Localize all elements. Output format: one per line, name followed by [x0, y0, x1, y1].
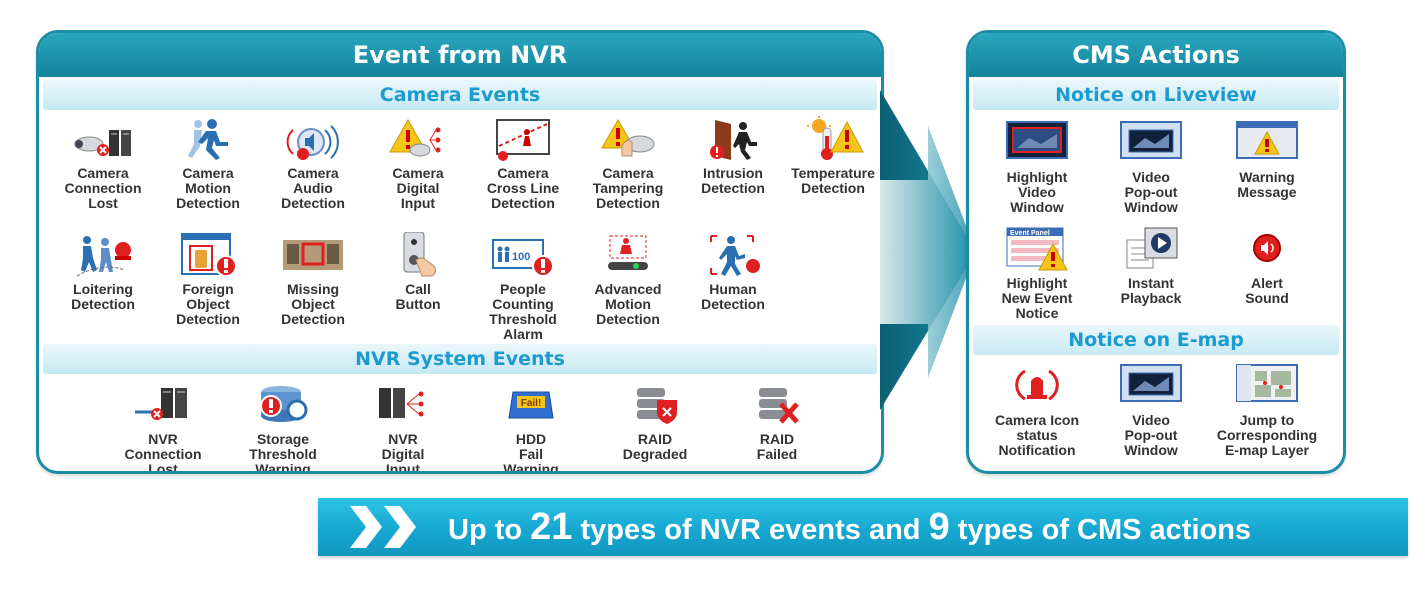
call-button-icon — [403, 232, 437, 277]
camera-events-grid: Camera Connection Lost Camera Motion Det… — [39, 110, 881, 344]
event-raid-degraded: RAID Degraded — [603, 382, 707, 462]
audio-speaker-icon — [286, 125, 339, 160]
event-from-nvr-panel: Event from NVR Camera Events Camera Conn… — [36, 30, 884, 474]
intrusion-door-icon — [710, 120, 757, 160]
people-count-number: 100 — [512, 251, 530, 263]
liveview-actions-grid: Highlight Video Window Video Pop-out Win… — [969, 110, 1343, 325]
event-count: 21 — [530, 506, 573, 548]
event-human-detection: Human Detection — [681, 232, 785, 312]
summary-middle: types of NVR events and — [572, 514, 929, 546]
event-from-nvr-title: Event from NVR — [39, 33, 881, 77]
event-storage-threshold-warning: Storage Threshold Warning — [231, 382, 335, 471]
nvr-system-events-grid: NVR Connection Lost Storage Threshold Wa… — [39, 374, 881, 471]
warning-camera-icon — [389, 118, 441, 157]
action-camera-icon-status-notification: Camera Icon status Notification — [985, 363, 1089, 458]
action-count: 9 — [928, 506, 950, 548]
event-camera-audio-detection: Camera Audio Detection — [261, 116, 365, 211]
action-highlight-new-event-notice: Event Panel Highlight New Event Notice — [985, 226, 1089, 321]
event-call-button: Call Button — [366, 232, 470, 312]
event-advanced-motion-detection: Advanced Motion Detection — [576, 232, 680, 327]
action-video-popout-window: Video Pop-out Window — [1099, 120, 1203, 215]
notice-on-emap-header: Notice on E-map — [973, 325, 1339, 355]
nvr-digital-input-icon — [379, 388, 424, 418]
event-camera-motion-detection: Camera Motion Detection — [156, 116, 260, 211]
camera-connection-lost-icon — [74, 130, 131, 156]
event-camera-connection-lost: Camera Connection Lost — [51, 116, 155, 211]
event-people-counting-alarm: 100 People Counting Threshold Alarm — [471, 232, 575, 342]
video-popout-icon — [1120, 121, 1182, 159]
event-nvr-connection-lost: NVR Connection Lost — [111, 382, 215, 471]
summary-text: Up to 21 types of NVR events and 9 types… — [448, 498, 1251, 556]
people-counting-icon: 100 — [492, 239, 554, 277]
action-jump-to-emap-layer: Jump to Corresponding E-map Layer — [1215, 363, 1319, 458]
event-panel-text: Event Panel — [1010, 230, 1050, 237]
cms-actions-panel: CMS Actions Notice on Liveview Highlight… — [966, 30, 1346, 474]
action-emap-video-popout-window: Video Pop-out Window — [1099, 363, 1203, 458]
nvr-connection-lost-icon — [135, 388, 187, 420]
event-intrusion-detection: Intrusion Detection — [681, 116, 785, 196]
nvr-system-events-header: NVR System Events — [43, 344, 877, 374]
notice-on-liveview-header: Notice on Liveview — [973, 80, 1339, 110]
flow-arrow-icon — [880, 90, 976, 410]
emap-layer-icon — [1236, 364, 1298, 402]
storage-warning-icon — [260, 386, 308, 422]
action-highlight-video-window: Highlight Video Window — [985, 120, 1089, 215]
foreign-object-icon — [181, 233, 237, 277]
summary-prefix: Up to — [448, 514, 531, 546]
hdd-fail-icon: Fail! — [508, 391, 554, 419]
event-loitering-detection: Loitering Detection — [51, 232, 155, 312]
highlight-video-icon — [1006, 121, 1068, 159]
action-warning-message: Warning Message — [1215, 120, 1319, 200]
summary-banner: Up to 21 types of NVR events and 9 types… — [318, 498, 1408, 556]
emap-actions-grid: Camera Icon status Notification Video Po… — [969, 355, 1343, 465]
motion-runner-icon — [188, 119, 228, 160]
event-missing-object-detection: Missing Object Detection — [261, 232, 365, 327]
tampering-icon — [601, 118, 655, 157]
hdd-fail-text: Fail! — [521, 398, 542, 409]
alert-sound-icon — [1253, 234, 1281, 262]
cross-line-icon — [496, 119, 550, 161]
raid-degraded-icon — [637, 388, 677, 424]
missing-object-icon — [283, 240, 343, 270]
advanced-motion-icon — [608, 235, 648, 270]
event-camera-digital-input: Camera Digital Input — [366, 116, 470, 211]
camera-events-header: Camera Events — [43, 80, 877, 110]
event-nvr-digital-input: NVR Digital Input — [351, 382, 455, 471]
event-foreign-object-detection: Foreign Object Detection — [156, 232, 260, 327]
raid-failed-icon — [759, 388, 799, 424]
instant-playback-icon — [1126, 227, 1178, 269]
video-popout-icon — [1120, 364, 1182, 402]
event-camera-tampering-detection: Camera Tampering Detection — [576, 116, 680, 211]
thermometer-icon — [807, 116, 864, 160]
event-raid-failed: RAID Failed — [725, 382, 829, 462]
action-alert-sound: Alert Sound — [1215, 226, 1319, 306]
camera-status-icon — [1015, 369, 1059, 401]
warning-message-icon — [1236, 121, 1298, 159]
event-hdd-fail-warning: Fail! HDD Fail Warning — [479, 382, 583, 471]
event-temperature-detection: Temperature Detection — [781, 116, 881, 196]
action-instant-playback: Instant Playback — [1099, 226, 1203, 306]
summary-suffix: types of CMS actions — [949, 514, 1252, 546]
cms-actions-title: CMS Actions — [969, 33, 1343, 77]
double-chevron-icon — [350, 506, 416, 548]
loitering-icon — [76, 236, 131, 277]
human-detection-icon — [710, 235, 760, 276]
event-camera-cross-line-detection: Camera Cross Line Detection — [471, 116, 575, 211]
event-panel-icon: Event Panel — [1006, 227, 1068, 271]
